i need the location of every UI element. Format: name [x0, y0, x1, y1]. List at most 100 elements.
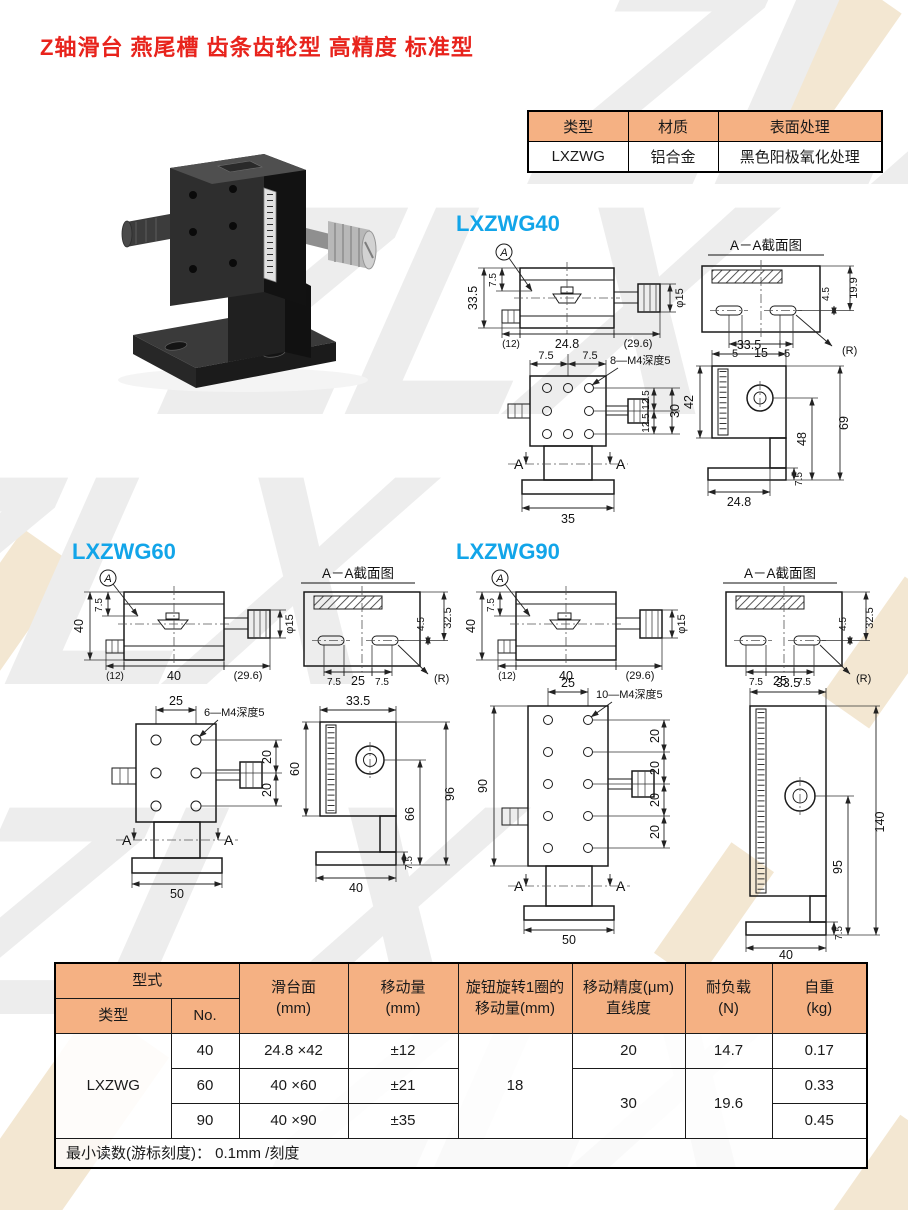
- table-row: 60 40 ×60 ±21 30 19.6 0.33: [55, 1067, 868, 1139]
- spec-weight: 0.45: [771, 1102, 868, 1139]
- spec-header-line: (N): [718, 1000, 739, 1018]
- heading-lxzwg90: LXZWG90: [456, 539, 560, 564]
- table-row: LXZWG 40 24.8 ×42 ±12 18 20 14.7 0.17: [54, 1032, 868, 1139]
- dim-label: 7.5: [404, 856, 415, 870]
- dim-label: 4.5: [838, 617, 849, 631]
- info-value-type: LXZWG: [527, 140, 629, 173]
- dim-label: 32.5: [442, 607, 454, 628]
- dim-label: 30: [668, 404, 682, 418]
- dim-label: 20: [648, 793, 662, 807]
- dim-label: 7.5: [582, 350, 597, 362]
- spec-header-perturn: 旋钮旋转1圈的 移动量(mm): [457, 962, 573, 1034]
- dim-label: 6—M4深度5: [204, 705, 265, 719]
- dim-label: 95: [831, 860, 845, 874]
- knob-shaft[interactable]: [306, 228, 330, 250]
- dim-label: 25: [561, 676, 575, 690]
- heading-lxzwg60: LXZWG60: [72, 539, 176, 564]
- dim-label: 10—M4深度5: [596, 687, 663, 701]
- dim-label: 7.5: [94, 598, 105, 612]
- dim-label: 19.9: [848, 277, 860, 298]
- dim-label: (29.6): [624, 338, 653, 350]
- dim-label: 40: [167, 669, 181, 683]
- info-header-finish: 表面处理: [717, 110, 883, 142]
- table-row: 90 40 ×90 ±35 0.45: [55, 1102, 868, 1139]
- spec-table: 型式 滑台面 (mm) 移动量 (mm) 旋钮旋转1圈的 移动量(mm) 移动精…: [54, 962, 868, 1169]
- section-title: A－A截面图: [322, 566, 394, 581]
- dim-label: 12.5: [641, 390, 652, 410]
- vernier-scale: [263, 187, 277, 283]
- dim-label: 20: [260, 750, 274, 764]
- dim-label: 4.5: [821, 287, 832, 301]
- dim-label: 7.5: [375, 677, 389, 688]
- spec-header-line: (mm): [385, 1000, 421, 1018]
- spec-load: 19.6: [684, 1067, 773, 1139]
- dim-label: 25: [351, 674, 365, 688]
- lxzwg60-plan: A 40: [72, 569, 296, 683]
- info-value-material: 铝合金: [627, 140, 719, 173]
- dim-label: (12): [106, 671, 124, 682]
- spec-header-line: 直线度: [605, 1000, 651, 1018]
- dim-label: 40: [779, 948, 793, 960]
- spec-model: LXZWG: [54, 1032, 172, 1139]
- table-footnote-row: 最小读数(游标刻度)： 0.1mm /刻度: [54, 1137, 868, 1169]
- section-title: A－A截面图: [744, 566, 816, 581]
- dim-label: 33.5: [346, 694, 370, 708]
- lxzwg60-drawing: A 40: [72, 566, 455, 901]
- lxzwg40-section: A－A截面图 4.5 19.9 (R): [701, 238, 860, 360]
- dim-label: 7.5: [797, 677, 811, 688]
- lxzwg40-plan: A 33.5: [466, 243, 686, 351]
- dim-label: 25: [773, 674, 787, 688]
- spec-header-line: (mm): [276, 1000, 311, 1018]
- dim-label: 42: [682, 395, 696, 409]
- dim-label: 140: [873, 812, 887, 833]
- dim-label: 20: [648, 761, 662, 775]
- spec-header-no: No.: [170, 997, 240, 1034]
- dim-label: A: [514, 878, 524, 894]
- heading-lxzwg40: LXZWG40: [456, 211, 560, 236]
- spec-travel: ±21: [347, 1067, 459, 1104]
- spec-header-type: 类型: [54, 997, 172, 1034]
- dim-label: (R): [856, 673, 871, 685]
- dim-label: 50: [562, 933, 576, 947]
- dim-label: (29.6): [626, 670, 655, 682]
- dim-label: 20: [260, 783, 274, 797]
- spec-no: 40: [170, 1032, 240, 1069]
- spec-header-model: 型式: [54, 962, 240, 999]
- dim-label: (29.6): [234, 670, 263, 682]
- dim-label: 4.5: [416, 617, 427, 631]
- dim-label: 7.5: [488, 273, 499, 287]
- dim-label: 33.5: [737, 338, 761, 352]
- lxzwg90-side: 33.5 95 140 40: [745, 676, 887, 960]
- dim-label: 48: [795, 432, 809, 446]
- dim-label: 20: [648, 825, 662, 839]
- dim-label: 24.8: [555, 337, 579, 351]
- dim-label: 7.5: [538, 350, 553, 362]
- dim-label: (R): [842, 345, 857, 357]
- dim-label: 40: [464, 619, 478, 633]
- dim-label: 90: [476, 779, 490, 793]
- spec-no: 60: [170, 1067, 240, 1104]
- spec-footnote: 最小读数(游标刻度)： 0.1mm /刻度: [54, 1137, 868, 1169]
- spec-header-accuracy: 移动精度(μm) 直线度: [571, 962, 686, 1034]
- spec-header-line: 自重: [804, 978, 835, 996]
- spec-travel: ±35: [347, 1102, 459, 1139]
- spec-header-surface: 滑台面 (mm): [238, 962, 349, 1034]
- lxzwg60-front: 25 6—M4深度5 20 20: [111, 694, 282, 901]
- dim-label: 5: [784, 348, 790, 360]
- dim-label: 7.5: [327, 677, 341, 688]
- lxzwg90-drawing: A 40: [464, 566, 887, 960]
- dim-label: 69: [837, 416, 851, 430]
- dim-label: 7.5: [834, 926, 845, 940]
- spec-perturn: 18: [457, 1032, 573, 1139]
- dim-label: 12.5: [641, 413, 652, 433]
- dim-label: A: [122, 832, 132, 848]
- dim-label: φ15: [676, 614, 688, 633]
- top-slot: [217, 160, 263, 173]
- spec-header-line: 滑台面: [270, 978, 316, 996]
- dim-label: 40: [559, 669, 573, 683]
- lock-knob[interactable]: [126, 214, 170, 247]
- spec-weight: 0.17: [771, 1032, 868, 1069]
- dim-label: (12): [502, 339, 520, 350]
- lxzwg40-drawing: A 33.5: [466, 238, 860, 526]
